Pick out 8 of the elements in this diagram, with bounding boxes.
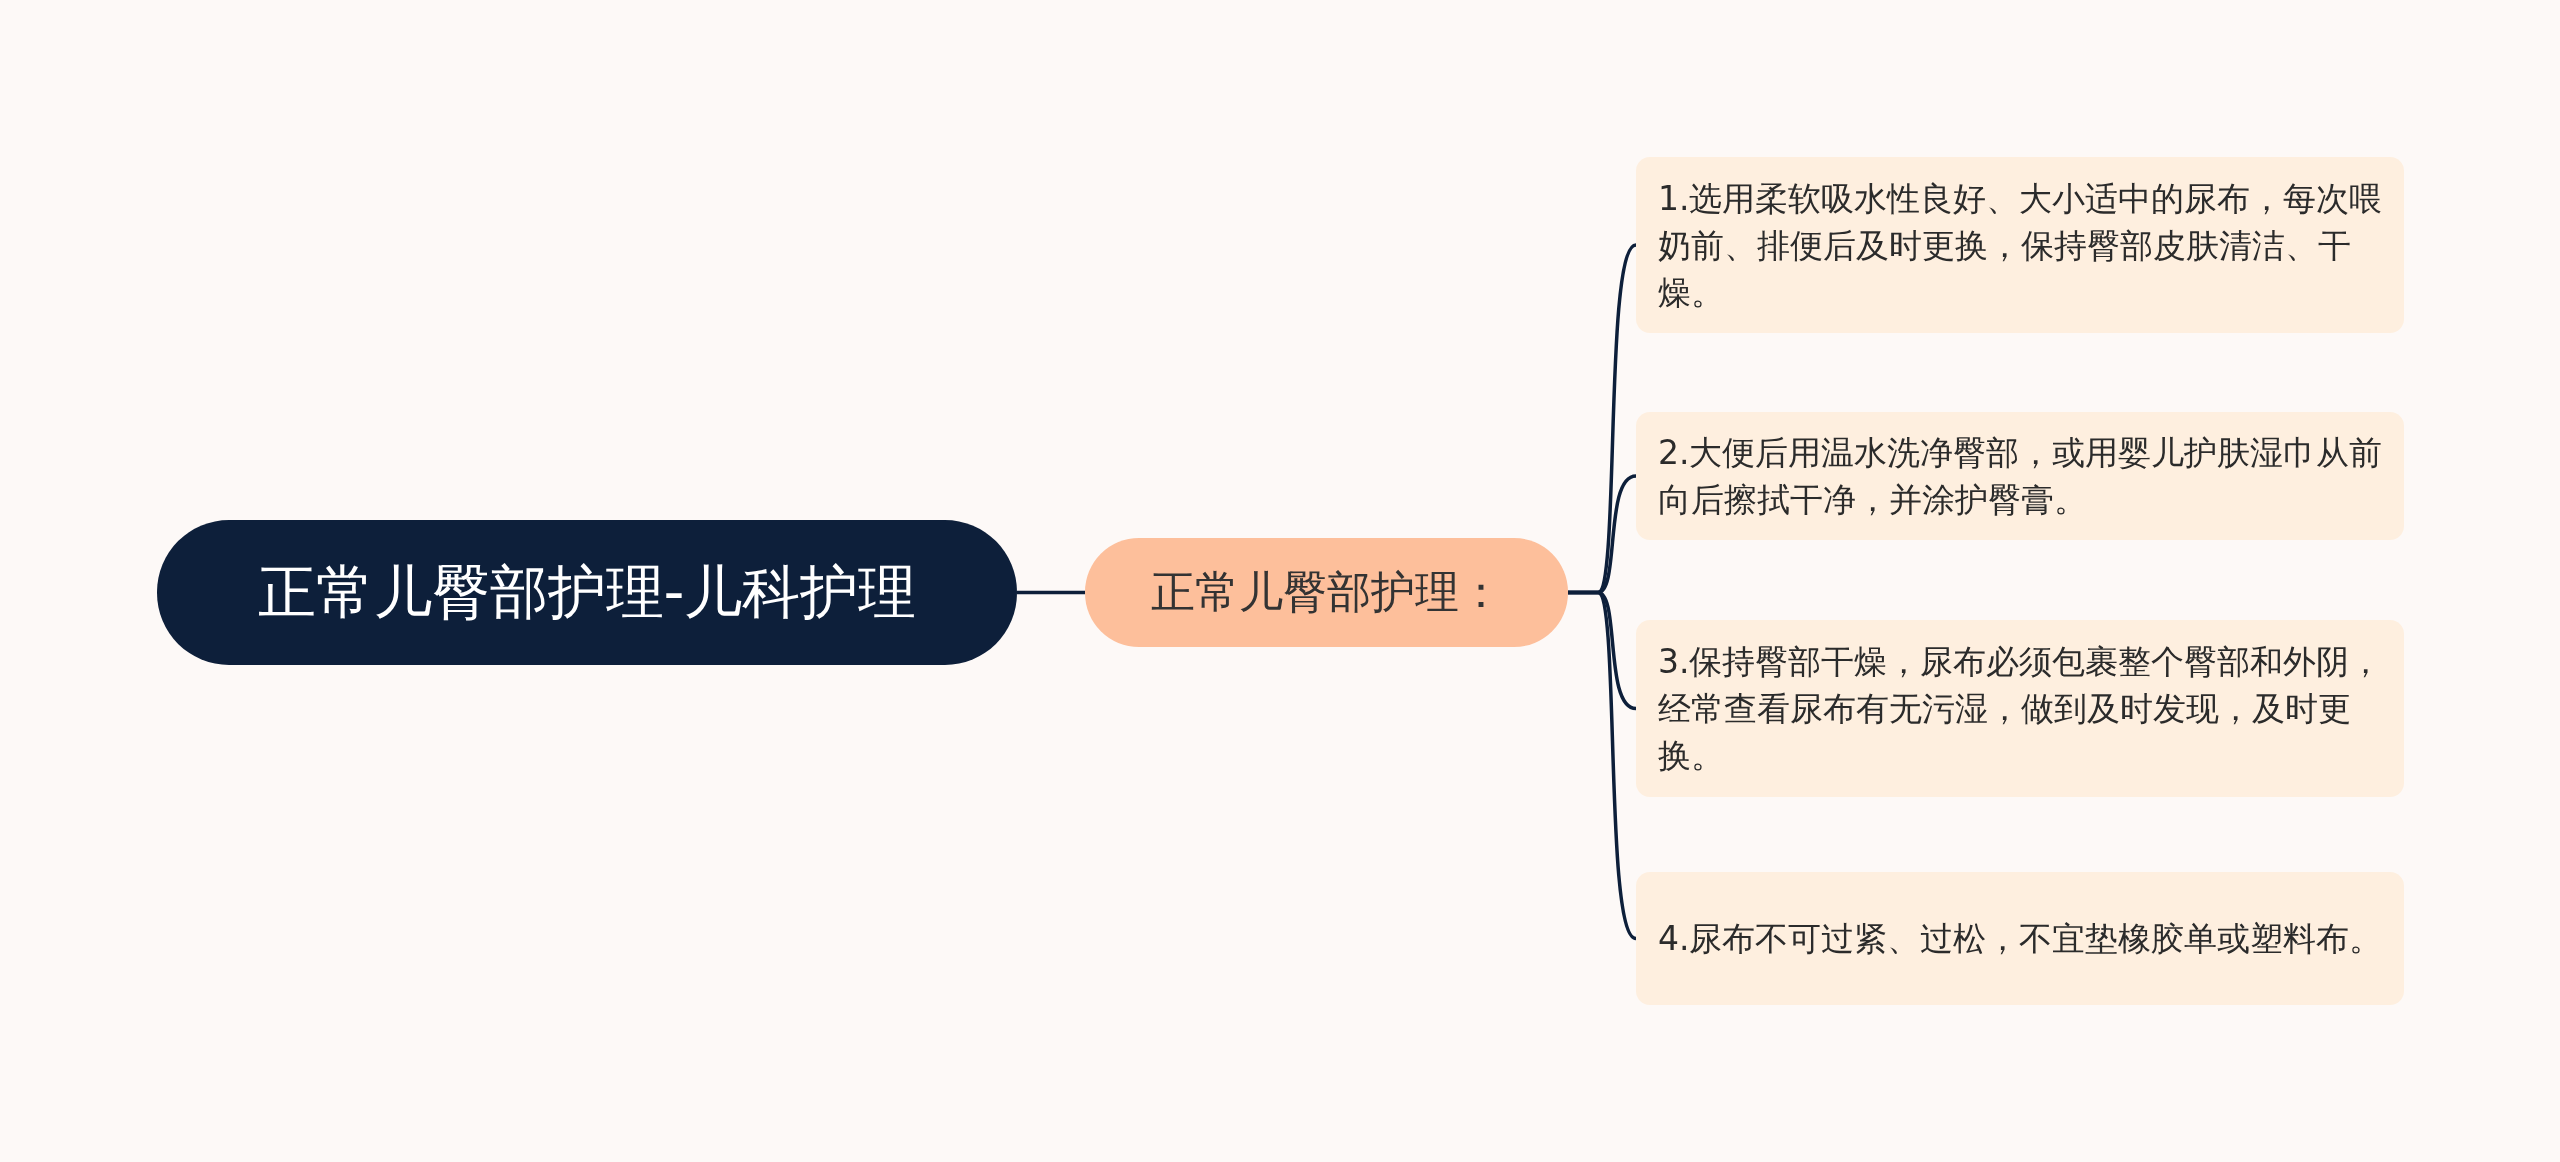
text-box: 2.大便后用温水洗净臀部，或用婴儿护肤湿巾从前向后擦拭干净，并涂护臀膏。 (1636, 412, 2404, 540)
text-box: 4.尿布不可过紧、过松，不宜垫橡胶单或塑料布。 (1636, 872, 2404, 1005)
text-box: 1.选用柔软吸水性良好、大小适中的尿布，每次喂奶前、排便后及时更换，保持臀部皮肤清洁、干燥。 (1636, 157, 2404, 333)
topic-node: 正常儿臀部护理： (1085, 538, 1568, 647)
connector-line (1017, 590, 1085, 595)
root-node: 正常儿臀部护理-儿科护理 (157, 520, 1017, 665)
text-box: 3.保持臀部干燥，尿布必须包裹整个臀部和外阴，经常查看尿布有无污湿，做到及时发现，及时更换。 (1636, 620, 2404, 797)
connector-line (1568, 590, 1638, 940)
